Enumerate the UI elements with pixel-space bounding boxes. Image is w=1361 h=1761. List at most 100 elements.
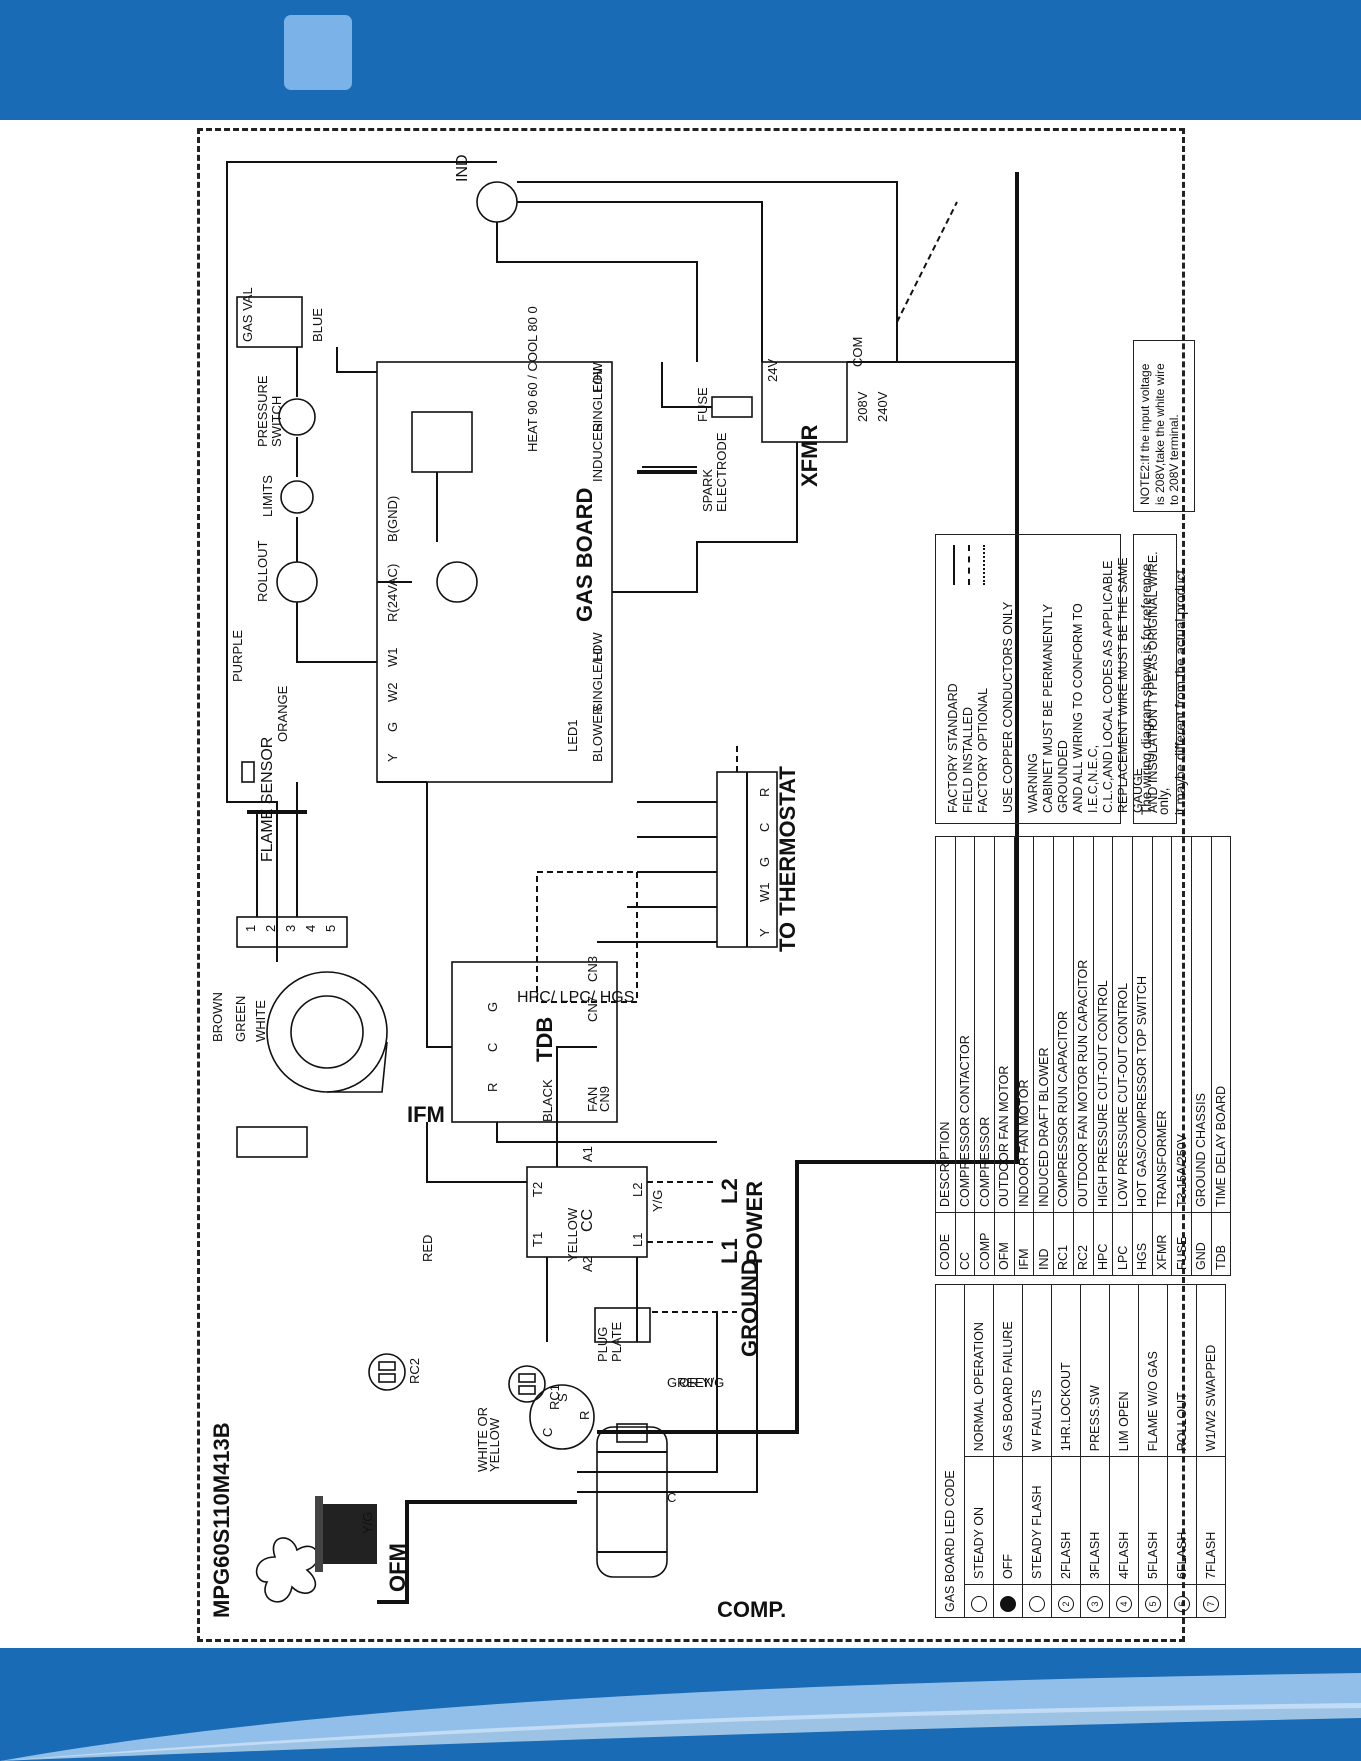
cc-t1: T1 — [530, 1232, 545, 1247]
code-cell: HGS — [1132, 1212, 1153, 1276]
gas-pin-blower: BLOWER — [590, 706, 605, 762]
gas-pin-singlehi-2: SINGLE/HI — [590, 368, 605, 432]
led-table-title: GAS BOARD LED CODE — [935, 1284, 965, 1618]
ifm-pin-2: 2 — [263, 925, 278, 932]
gas-pin-low: LOW — [590, 632, 605, 662]
xfmr-com: COM — [850, 337, 865, 367]
led-2flash-icon: 2 — [1058, 1596, 1074, 1612]
wire-label-yellow: YELLOW — [565, 1207, 580, 1262]
code-cell: RC2 — [1073, 1212, 1093, 1276]
time-delay-board — [451, 961, 618, 1123]
compressor-icon — [596, 1423, 668, 1578]
led-4flash-icon: 4 — [1116, 1596, 1132, 1612]
ofm-fan-icon — [255, 1496, 377, 1603]
description-cell: OUTDOOR FAN MOTOR — [994, 836, 1015, 1213]
footer-bar — [0, 1648, 1361, 1761]
model-title: MPG60S110M413B — [209, 1422, 234, 1618]
description-header: DESCRIPTION — [935, 836, 956, 1213]
code-cell: CC — [955, 1212, 975, 1276]
wire-label-blue: BLUE — [310, 308, 325, 342]
gas-valve-icon — [236, 296, 303, 348]
wire-label-black: BLACK — [540, 1079, 555, 1122]
gas-pin-r24: R(24VAC) — [385, 564, 400, 622]
tdb-cn9: CN9 — [597, 1086, 612, 1112]
xfmr-208v: 208V — [855, 391, 870, 422]
description-cell: INDOOR FAN MOTOR — [1014, 836, 1034, 1213]
tdb-pin-g: G — [485, 1002, 500, 1012]
description-cell: GROUND CHASSIS — [1191, 836, 1212, 1213]
gas-pin-w1: W1 — [385, 648, 400, 668]
comp-wire-c: C — [667, 1490, 676, 1505]
legend-copper: USE COPPER CONDUCTORS ONLY — [1001, 601, 1015, 813]
wire-green-or-yg-2: OR Y/G — [679, 1375, 724, 1390]
compressor-contactor — [526, 1166, 648, 1258]
to-thermostat-label: TO THERMOSTAT — [775, 766, 800, 952]
pressure-switch-label-1: PRESSURE — [255, 375, 270, 447]
power-l1-label: L1 — [717, 1238, 742, 1264]
wire-label-yg: Y/G — [650, 1190, 665, 1212]
spark-electrode-icon — [637, 466, 697, 474]
voltage-note-line-3: to 208V terminal. — [1167, 414, 1181, 505]
rollout-icon — [276, 561, 318, 603]
xfmr-label: XFMR — [797, 425, 822, 487]
led-7flash-icon: 7 — [1203, 1596, 1219, 1612]
code-cell: HPC — [1093, 1212, 1113, 1276]
cc-l1: L1 — [630, 1233, 645, 1247]
cc-l2: L2 — [630, 1183, 645, 1197]
gas-pin-inducer: INDUCER — [590, 423, 605, 482]
tdb-cn3: CN3 — [585, 956, 600, 982]
ind-blower-icon — [476, 181, 518, 223]
code-cell: XFMR — [1152, 1212, 1172, 1276]
gas-board — [376, 361, 613, 783]
code-cell: RC1 — [1053, 1212, 1074, 1276]
tstat-y: Y — [757, 928, 772, 937]
led-5flash-icon: 5 — [1145, 1596, 1161, 1612]
tstat-r: R — [757, 788, 772, 797]
rc2-capacitor-icon — [368, 1353, 406, 1391]
pressure-switch-label-2: SWITCH — [269, 396, 284, 447]
code-cell: IFM — [1014, 1212, 1034, 1276]
wire-green-or-yg-1: GREEN — [667, 1375, 713, 1390]
tstat-w1: W1 — [757, 883, 772, 903]
ifm-pin-5: 5 — [323, 925, 338, 932]
wire-label-purple: PURPLE — [230, 630, 245, 682]
transformer — [761, 361, 848, 443]
legend-factory-standard: FACTORY STANDARD — [946, 683, 960, 813]
led1-label: LED1 — [565, 719, 580, 752]
gas-pin-w2: W2 — [385, 683, 400, 703]
comp-terminal-s: S — [555, 1393, 570, 1402]
cc-a2: A2 — [580, 1256, 595, 1272]
led-3flash-icon: 3 — [1087, 1596, 1103, 1612]
rc2-label: RC2 — [407, 1358, 422, 1384]
gas-pin-y: Y — [385, 753, 400, 762]
wire-label-green: GREEN — [233, 996, 248, 1042]
ind-label: IND — [454, 154, 471, 182]
xfmr-24v: 24V — [765, 359, 780, 382]
gas-pin-singlehi: SINGLE/HI — [590, 648, 605, 712]
tstat-c: C — [757, 823, 772, 832]
gas-board-label: GAS BOARD — [572, 488, 597, 622]
legend-dashed-line — [967, 545, 970, 585]
code-cell: LPC — [1112, 1212, 1133, 1276]
code-header: CODE — [935, 1212, 956, 1276]
ifm-pin-3: 3 — [283, 925, 298, 932]
tdb-pin-r: R — [485, 1083, 500, 1092]
led-flash-icon — [1029, 1596, 1045, 1612]
rc1-capacitor-icon — [508, 1365, 546, 1403]
tdb-label: TDB — [532, 1017, 557, 1062]
